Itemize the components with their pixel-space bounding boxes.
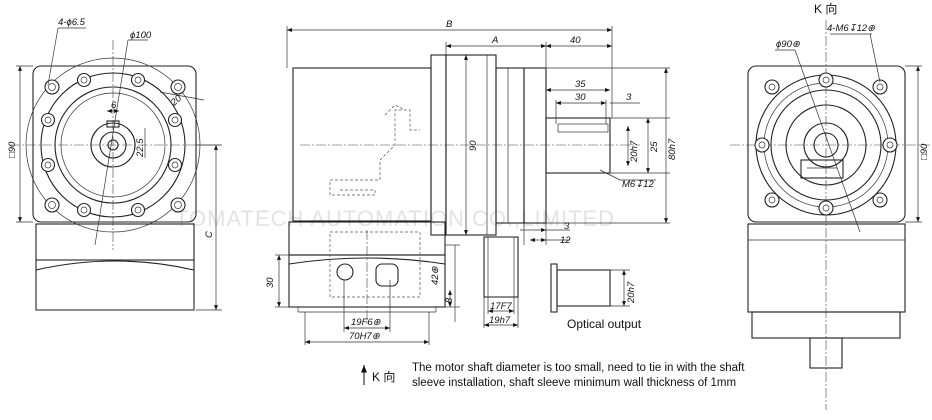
rear-view: K 向 ϕ90⊕ 4-M6↧12⊕ □90 [730, 1, 930, 410]
side-thread-label: M6↧12 [622, 179, 654, 190]
side-key-offset-label: 3 [626, 92, 632, 103]
shaft-sleeve-view: 17F7 19h7 [483, 236, 519, 328]
direction-note: K 向 The motor shaft diameter is too smal… [360, 362, 745, 389]
side-flange-height-label: 90 [468, 140, 479, 151]
side-shaft-dia-label: 25 [649, 141, 660, 153]
side-flange-thickness-label: 12 [560, 235, 571, 246]
side-total-length-label: B [446, 19, 453, 30]
side-key-length-label: 30 [575, 92, 586, 103]
sleeve-inner-fit-label: 17F7 [490, 301, 512, 312]
rear-tapped-holes-label: 4-M6↧12⊕ [827, 23, 875, 34]
note-direction-label: K 向 [372, 369, 395, 384]
rear-bolt-holes [754, 72, 898, 216]
front-pcd-label: ϕ100 [130, 30, 152, 41]
note-line-2: sleeve installation, shaft sleeve minimu… [412, 377, 736, 389]
side-shaft-fit-label: 20h7 [629, 140, 640, 163]
note-line-1: The motor shaft diameter is too small, n… [412, 362, 745, 374]
front-height-label: C [204, 231, 215, 238]
side-motor-shaft-bore-label: 19F6⊕ [351, 317, 381, 328]
side-output-length-label: 40 [570, 35, 581, 46]
front-hole-pattern-label: 4-ϕ6.5 [58, 17, 86, 28]
side-shaft-length-label: 35 [575, 79, 586, 90]
front-bolt-circle-label: 20 [168, 93, 184, 109]
front-view: 4-ϕ6.5 ϕ100 6 22.5 20 □90 C [7, 17, 222, 311]
side-input-pilot-depth-label: 8 [444, 297, 455, 303]
side-motor-pilot-label: 70H7⊕ [349, 331, 380, 342]
side-pilot-fit-label: 80h7 [667, 138, 678, 160]
sleeve-outer-fit-label: 19h7 [489, 315, 511, 326]
optical-shaft-fit-label: 20h7 [626, 281, 637, 304]
front-key-width-label: 6 [111, 100, 117, 111]
rear-flange-square-label: □90 [919, 143, 930, 160]
side-input-height-label: 30 [265, 277, 276, 288]
watermark: TOMATECH AUTOMATION CO.,LIMITED [175, 206, 615, 231]
front-flange-square-label: □90 [7, 141, 18, 158]
front-shaft-dim-label: 22.5 [135, 138, 146, 158]
side-gear-length-label: A [491, 35, 498, 46]
side-pilot-depth-label: 3 [564, 221, 570, 232]
rear-direction-label: K 向 [814, 1, 837, 16]
side-motor-shaft-fit-label: 42⊕ [430, 266, 441, 285]
side-view: B A 40 35 30 3 20h7 25 80h7 M6↧12 90 3 1… [265, 19, 678, 345]
rear-pcd-label: ϕ90⊕ [776, 39, 800, 50]
optical-output-caption: Optical output [567, 317, 642, 331]
optical-output-view: 20h7 Optical output [550, 263, 642, 331]
